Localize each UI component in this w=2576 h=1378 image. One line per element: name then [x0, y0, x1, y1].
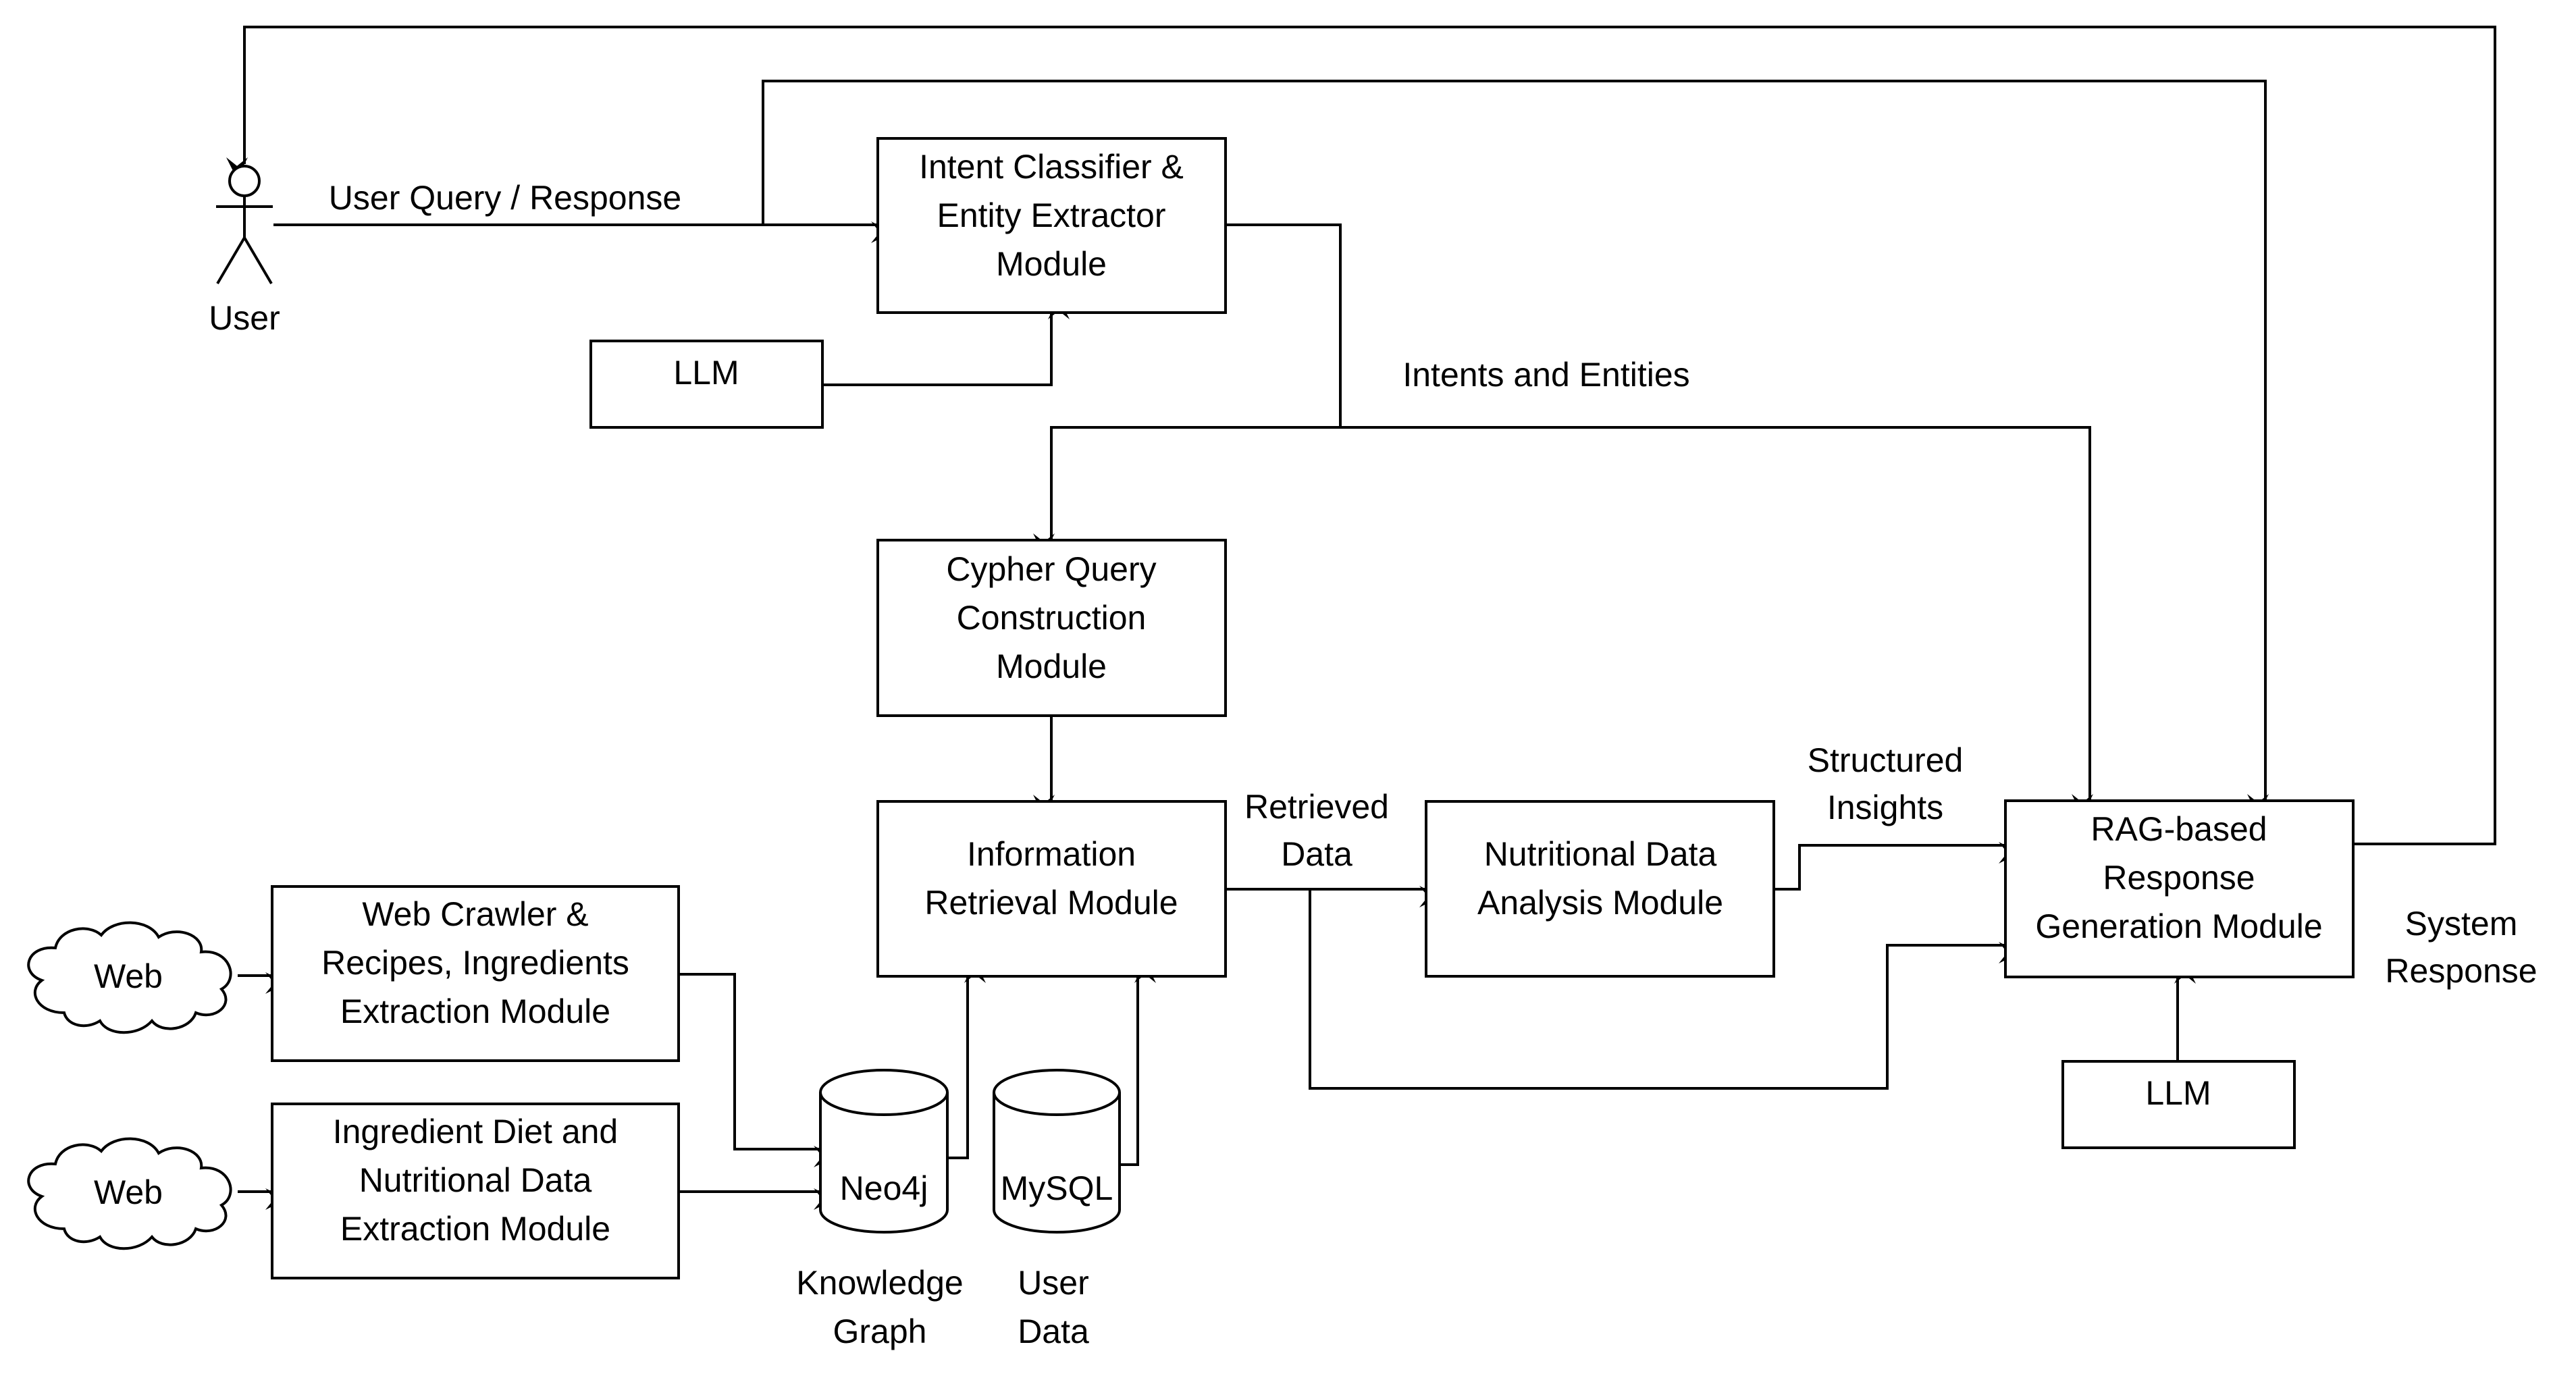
web-cloud-2: Web: [27, 1137, 232, 1250]
text-line: Nutritional Data: [359, 1161, 592, 1199]
text-line: System: [2405, 905, 2518, 943]
text-line: Construction: [957, 599, 1147, 637]
text-line: Structured: [1808, 741, 1964, 779]
edge-retrieved-to-rag: [1309, 889, 2021, 1090]
llm-intent-box: LLM: [589, 340, 824, 429]
mysql-label: MySQL: [1001, 1169, 1113, 1207]
edge-nutrition-to-rag: [1774, 842, 2021, 891]
text-line: Cypher Query: [946, 550, 1156, 588]
llm-intent-label: LLM: [673, 354, 739, 392]
intents-entities-label: Intents and Entities: [1402, 356, 1689, 394]
text-line: Generation Module: [2035, 907, 2322, 945]
text-line: Nutritional Data: [1484, 835, 1717, 873]
text-line: Analysis Module: [1477, 884, 1723, 922]
edge-query-to-rag: [762, 80, 2269, 816]
text-line: Data: [1018, 1313, 1089, 1350]
text-line: Recipes, Ingredients: [321, 944, 629, 982]
text-line: Retrieved: [1244, 788, 1389, 826]
text-line: User Query / Response: [329, 179, 681, 217]
edge-intents-to-rag: [1340, 426, 2093, 816]
cloud-icon: [27, 1137, 232, 1250]
edge-mysql-to-retrieval: [1120, 961, 1157, 1166]
text-line: Knowledge: [796, 1264, 963, 1302]
web-cloud-2-label: Web: [94, 1173, 163, 1211]
web-cloud-1-label: Web: [94, 957, 163, 995]
text-line: Web Crawler &: [362, 895, 588, 933]
edge-neo4j-to-retrieval: [947, 961, 987, 1159]
text-line: Information: [967, 835, 1136, 873]
database-icon: [819, 1069, 949, 1234]
text-line: Intent Classifier &: [919, 148, 1184, 186]
text-line: Entity Extractor: [937, 196, 1166, 234]
text-line: Response: [2103, 859, 2255, 897]
text-line: Module: [996, 647, 1107, 685]
user-query-response-label: User Query / Response: [329, 179, 681, 217]
edge-llm-to-intent: [822, 297, 1070, 386]
user-figure-icon: [216, 165, 273, 285]
text-line: Insights: [1827, 789, 1943, 826]
text-line: LLM: [2145, 1074, 2211, 1112]
text-line: Retrieval Module: [924, 884, 1178, 922]
user-actor: User: [209, 165, 280, 337]
connectors: [226, 26, 2496, 1211]
text-line: RAG-based: [2091, 810, 2267, 848]
text-line: Extraction Module: [340, 1210, 610, 1248]
text-line: Data: [1281, 835, 1352, 873]
llm-rag-box: LLM: [2061, 1060, 2296, 1149]
text-line: Extraction Module: [340, 992, 610, 1030]
neo4j-label: Neo4j: [840, 1169, 928, 1207]
text-line: Ingredient Diet and: [333, 1113, 619, 1150]
edge-crawler-to-neo4j: [679, 973, 836, 1168]
text-line: Module: [996, 245, 1107, 283]
web-cloud-1: Web: [27, 921, 232, 1034]
text-line: Intents and Entities: [1402, 356, 1689, 394]
edge-rag-to-user: [226, 26, 2496, 845]
llm-rag-label: LLM: [2145, 1074, 2211, 1112]
text-line: Graph: [833, 1313, 927, 1350]
cloud-icon: [27, 921, 232, 1034]
text-line: LLM: [673, 354, 739, 392]
text-line: Response: [2385, 952, 2537, 990]
database-icon: [993, 1069, 1121, 1234]
text-line: User: [1018, 1264, 1089, 1302]
user-label: User: [209, 299, 280, 337]
